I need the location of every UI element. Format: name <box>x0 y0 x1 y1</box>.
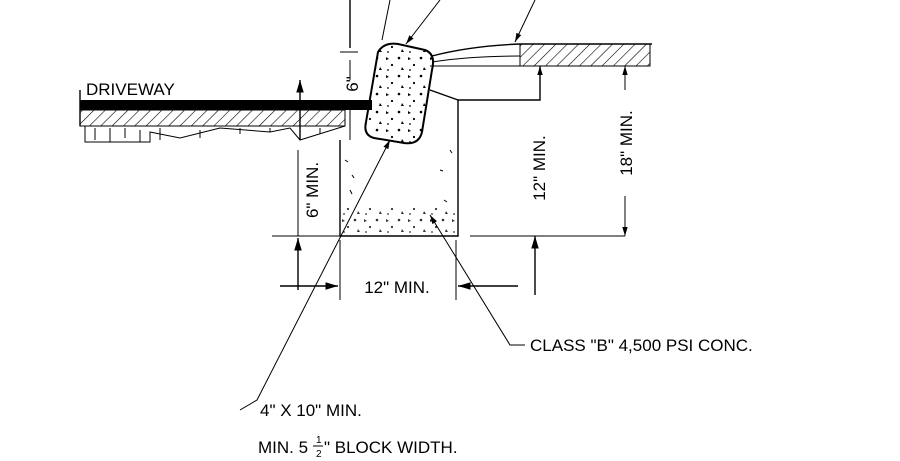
driveway-label: DRIVEWAY <box>86 80 175 99</box>
leader-lines <box>239 0 536 411</box>
dim-6-min-label: 6" MIN. <box>303 162 322 218</box>
dimension-lines <box>272 0 640 300</box>
block-note-line1: 4" X 10" MIN. <box>260 401 362 420</box>
dim-12-min-horizontal-label: 12" MIN. <box>364 278 430 297</box>
block-note-fraction-numerator: 1 <box>316 435 322 446</box>
block-note-prefix: MIN. 5 <box>258 438 308 457</box>
driveway-slab <box>79 90 372 143</box>
road-surface <box>430 43 652 67</box>
dim-18-min-label: 18" MIN. <box>617 110 636 176</box>
dim-12-min-vertical-label: 12" MIN. <box>530 135 549 201</box>
concrete-note: CLASS "B" 4,500 PSI CONC. <box>530 336 753 355</box>
concrete-foundation <box>339 66 541 237</box>
block-note-suffix: " BLOCK WIDTH. <box>324 438 458 457</box>
curb-block <box>364 42 435 145</box>
block-note-line2: MIN. 5 1 2 " BLOCK WIDTH. <box>258 435 458 460</box>
dim-6-top-label: 6" <box>343 76 362 92</box>
block-note-fraction-denominator: 2 <box>316 449 322 460</box>
